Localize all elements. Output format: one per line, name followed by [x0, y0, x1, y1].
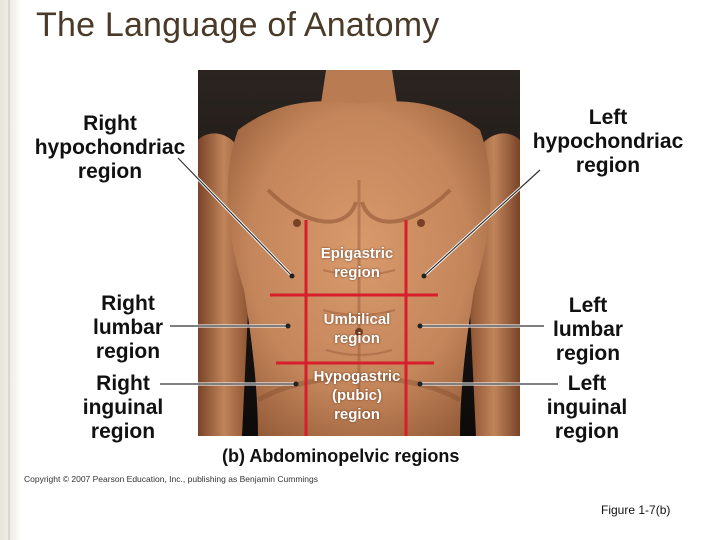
slide-title: The Language of Anatomy [36, 6, 440, 44]
label-right-lumbar: Right lumbar region [92, 292, 163, 363]
label-right-inguinal: Right inguinal region [82, 372, 164, 443]
left-nipple [417, 219, 425, 227]
label-left-inguinal: Left inguinal region [546, 372, 628, 443]
label-right-hypochondriac: Right hypochondriac region [34, 112, 186, 183]
label-umbilical: Umbilical region [323, 311, 391, 347]
neck [320, 70, 398, 110]
navel [355, 328, 363, 336]
label-left-hypochondriac: Left hypochondriac region [532, 106, 684, 177]
right-nipple [293, 219, 301, 227]
label-hypogastric: Hypogastric (pubic) region [313, 368, 401, 423]
copyright-notice: Copyright © 2007 Pearson Education, Inc.… [24, 474, 319, 484]
pelvis-shading [256, 375, 462, 403]
abs-shading [322, 269, 396, 356]
label-left-lumbar: Left lumbar region [552, 294, 623, 365]
slide-left-edge [0, 0, 22, 540]
label-epigastric: Epigastric region [320, 245, 394, 281]
figure-number: Figure 1-7(b) [601, 503, 671, 517]
figure-caption: (b) Abdominopelvic regions [222, 446, 460, 466]
